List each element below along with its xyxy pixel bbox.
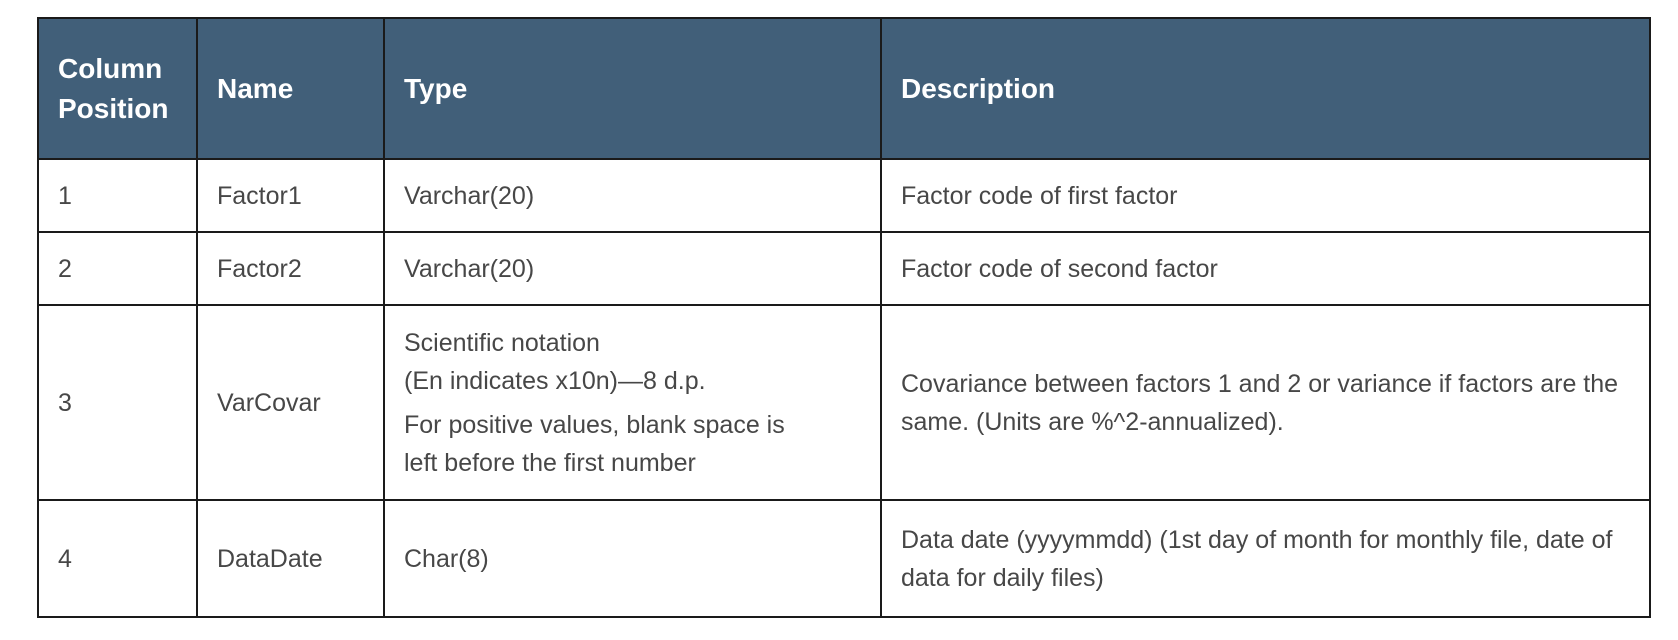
table-row: 3 VarCovar Scientific notation (En indic…: [37, 304, 1651, 501]
cell-description: Covariance between factors 1 and 2 or va…: [880, 304, 1651, 501]
header-type: Type: [383, 17, 882, 160]
type-note-line: left before the first number: [404, 448, 696, 477]
cell-type: Varchar(20): [383, 231, 882, 306]
table-body: 1 Factor1 Varchar(20) Factor code of fir…: [37, 158, 1651, 618]
header-column-position-line: Position: [58, 92, 169, 124]
cell-position: 1: [37, 158, 198, 233]
cell-name: DataDate: [196, 499, 385, 618]
cell-type: Scientific notation (En indicates x10n)—…: [383, 304, 882, 501]
table-row: 4 DataDate Char(8) Data date (yyyymmdd) …: [37, 499, 1651, 618]
cell-description: Factor code of second factor: [880, 231, 1651, 306]
cell-position: 4: [37, 499, 198, 618]
cell-name: Factor1: [196, 158, 385, 233]
cell-position: 3: [37, 304, 198, 501]
type-note: For positive values, blank space is left…: [404, 406, 861, 482]
type-line: Char(8): [404, 544, 489, 573]
type-line: Varchar(20): [404, 254, 535, 283]
cell-type: Varchar(20): [383, 158, 882, 233]
type-line: Scientific notation: [404, 328, 600, 357]
type-line: (En indicates x10n)—8 d.p.: [404, 366, 706, 395]
factor-covariance-table: Column Position Name Type Description 1 …: [37, 17, 1651, 618]
header-row: Column Position Name Type Description: [37, 17, 1651, 160]
cell-description: Data date (yyyymmdd) (1st day of month f…: [880, 499, 1651, 618]
type-line: Varchar(20): [404, 181, 535, 210]
cell-name: Factor2: [196, 231, 385, 306]
header-description: Description: [880, 17, 1651, 160]
cell-position: 2: [37, 231, 198, 306]
table-header: Column Position Name Type Description: [37, 17, 1651, 160]
table-row: 1 Factor1 Varchar(20) Factor code of fir…: [37, 158, 1651, 233]
table-row: 2 Factor2 Varchar(20) Factor code of sec…: [37, 231, 1651, 306]
cell-name: VarCovar: [196, 304, 385, 501]
header-name: Name: [196, 17, 385, 160]
cell-type: Char(8): [383, 499, 882, 618]
header-column-position: Column Position: [37, 17, 198, 160]
header-column-position-line: Column: [58, 52, 163, 84]
cell-description: Factor code of first factor: [880, 158, 1651, 233]
type-note-line: For positive values, blank space is: [404, 410, 785, 439]
